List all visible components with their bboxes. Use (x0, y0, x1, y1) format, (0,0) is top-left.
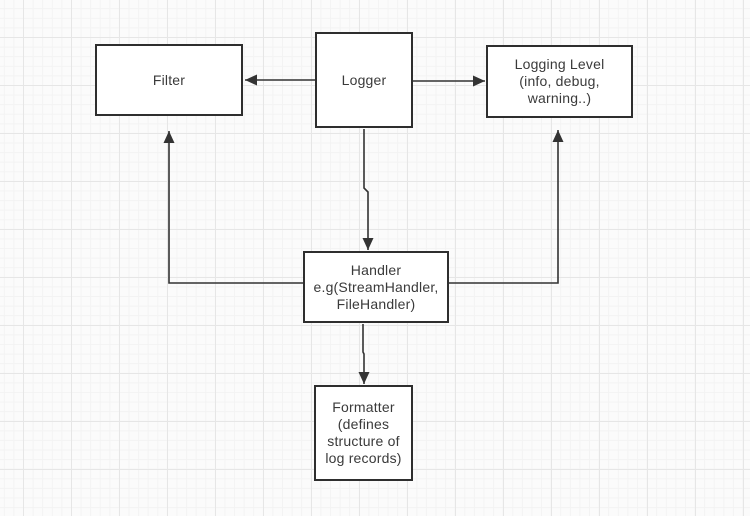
node-logging-level-label: Logging Level (info, debug, warning..) (514, 56, 605, 106)
edge-handler-to-formatter (358, 324, 370, 384)
node-logging-level: Logging Level (info, debug, warning..) (486, 45, 633, 118)
node-logger: Logger (315, 32, 413, 128)
edge-handler-to-logging-level (449, 130, 564, 284)
node-handler: Handler e.g(StreamHandler, FileHandler) (303, 251, 449, 323)
node-formatter: Formatter (defines structure of log reco… (314, 385, 413, 481)
node-formatter-label: Formatter (defines structure of log reco… (325, 399, 402, 466)
node-handler-label: Handler e.g(StreamHandler, FileHandler) (313, 261, 439, 312)
edge-handler-to-filter (163, 131, 303, 284)
node-filter: Filter (95, 44, 243, 116)
node-logger-label: Logger (341, 71, 387, 88)
edge-logger-to-handler (362, 129, 374, 250)
node-filter-label: Filter (152, 71, 186, 88)
